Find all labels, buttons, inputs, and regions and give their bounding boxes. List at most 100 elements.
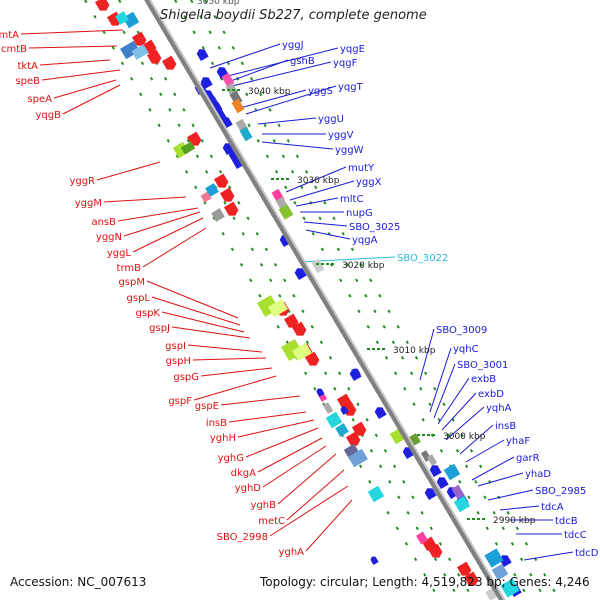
gene-label-left: yghH: [210, 433, 236, 444]
gene-block: [443, 463, 461, 481]
tick-mark: [382, 324, 386, 329]
leader-line: [245, 427, 319, 458]
top-partial-scale: 3050 kbp: [197, 0, 240, 7]
tick-mark: [378, 293, 382, 298]
tick-mark: [318, 216, 322, 221]
scale-label: 3030 kbp: [297, 176, 340, 186]
gene-block: [367, 485, 385, 503]
tick-mark: [467, 495, 471, 500]
gene-block: [426, 454, 438, 466]
leader-line: [171, 326, 251, 339]
leader-line: [231, 61, 332, 87]
tick-mark: [283, 278, 287, 283]
gene-label-left: gspG: [173, 372, 199, 383]
forward-gene-arrow: [345, 431, 361, 446]
forward-gene-arrow: [94, 0, 110, 11]
gene-label-right: yggS: [308, 86, 333, 97]
tick-mark: [208, 30, 212, 35]
tick-mark: [120, 61, 125, 66]
tick-mark: [201, 45, 205, 50]
tick-mark: [249, 278, 253, 283]
tick-mark: [256, 138, 260, 143]
tick-mark: [221, 231, 225, 236]
leader-line: [277, 453, 337, 505]
tick-mark: [469, 448, 474, 453]
tick-mark: [324, 371, 328, 376]
tick-mark: [433, 386, 437, 391]
gene-label-right: exbD: [478, 389, 504, 400]
forward-gene-arrow: [131, 31, 147, 46]
gene-label-left: SBO_2998: [217, 532, 268, 543]
tick-mark: [166, 138, 170, 143]
tick-mark: [412, 402, 416, 407]
gene-label-left: gspE: [195, 401, 219, 412]
tick-mark: [200, 138, 204, 143]
tick-mark: [295, 154, 300, 159]
leader-line: [269, 485, 349, 537]
reverse-gene-arrow: [424, 488, 437, 501]
leader-line: [53, 79, 117, 99]
gene-labels: cmtAcmtBtktAspeBspeAyqgByggRyggMansByggN…: [0, 30, 599, 559]
tick-mark: [173, 92, 177, 97]
forward-gene-arrow: [283, 313, 299, 328]
backbone-line: [144, 0, 505, 600]
tick-mark: [276, 324, 280, 329]
leader-line: [142, 227, 207, 268]
tick-mark: [458, 479, 462, 484]
tick-mark: [328, 355, 333, 360]
tick-mark: [304, 169, 309, 174]
tick-mark: [404, 541, 409, 546]
gene-label-right: yqgF: [333, 58, 358, 69]
leader-line: [459, 424, 494, 455]
tick-mark: [184, 169, 189, 174]
map-title: Shigella boydii Sb227, complete genome: [160, 8, 427, 23]
leader-line: [286, 469, 345, 521]
tick-mark: [483, 495, 487, 500]
tick-mark: [183, 14, 187, 19]
tick-mark: [273, 262, 278, 267]
gene-block: [231, 98, 245, 114]
tick-mark: [424, 371, 428, 376]
tick-mark: [474, 479, 478, 484]
tick-mark: [314, 185, 318, 190]
accession-text: Accession: NC_007613: [10, 575, 147, 589]
tick-mark: [285, 340, 289, 345]
leader-line: [62, 84, 121, 115]
tick-mark: [529, 572, 533, 577]
tick-mark: [432, 588, 436, 593]
reverse-gene-arrow: [499, 555, 512, 568]
leader-line: [193, 375, 277, 401]
leader-line: [187, 344, 263, 353]
tick-mark: [249, 76, 254, 81]
reverse-gene-arrow: [429, 465, 442, 478]
leader-line: [239, 89, 307, 109]
tick-mark: [543, 572, 547, 577]
tick-mark: [140, 61, 145, 66]
tick-mark: [240, 61, 245, 66]
tick-mark: [301, 309, 305, 314]
tick-mark: [378, 464, 383, 469]
leader-line: [471, 456, 515, 481]
tick-mark: [494, 541, 499, 546]
tick-mark: [338, 371, 342, 376]
tick-mark: [226, 61, 231, 66]
scale-label: 2990 kbp: [493, 516, 536, 526]
gene-label-right: tdcC: [564, 530, 587, 541]
forward-gene-arrow: [213, 173, 229, 188]
gene-block: [325, 411, 343, 429]
tick-mark: [406, 510, 410, 515]
leader-line: [39, 59, 111, 66]
tick-mark: [194, 185, 198, 190]
tick-mark: [446, 433, 450, 438]
tick-mark: [386, 510, 390, 515]
reverse-gene-arrow: [294, 268, 307, 281]
leader-line: [285, 166, 347, 193]
gene-label-right: mutY: [348, 163, 375, 174]
tick-mark: [300, 185, 304, 190]
tick-mark: [355, 278, 359, 283]
gene-label-right: yqhA: [486, 403, 512, 414]
tick-mark: [290, 169, 295, 174]
gene-block: [311, 258, 325, 274]
gene-label-left: metC: [258, 516, 285, 527]
tick-mark: [304, 371, 308, 376]
